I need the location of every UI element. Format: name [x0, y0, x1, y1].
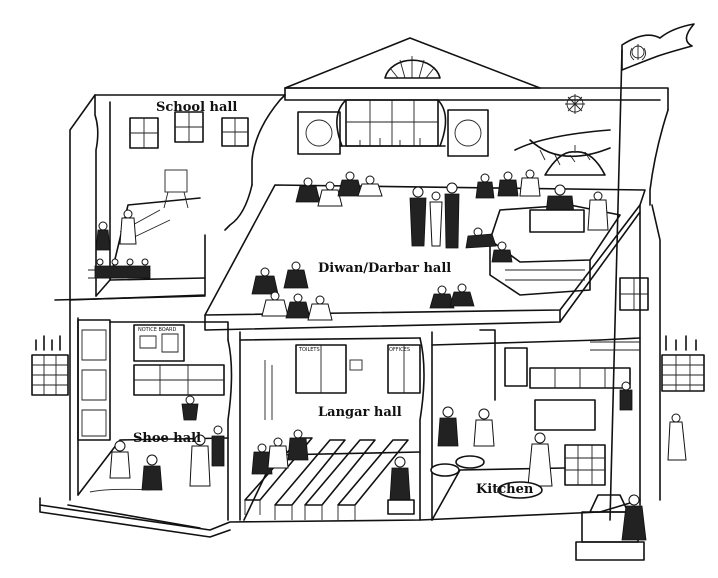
people	[89, 169, 687, 541]
shoe-hall-people	[89, 395, 225, 493]
school-people	[94, 209, 151, 279]
palki-canopy-icon	[514, 94, 611, 176]
kitchen-people	[430, 381, 633, 499]
diwan-people	[251, 169, 609, 321]
right-garden-wall	[661, 335, 705, 392]
left-garden-wall	[31, 335, 69, 396]
kitchen-label: Kitchen	[476, 482, 534, 497]
shoe-hall-label: Shoe hall	[133, 431, 201, 446]
khanda-flag-icon	[575, 23, 695, 561]
school-hall-label: School hall	[156, 100, 237, 115]
notice-board-sign: NOTICE BOARD	[138, 327, 177, 333]
langar-hall-label: Langar hall	[318, 405, 402, 420]
diwan-back-wall-decor	[297, 99, 489, 157]
ground-floor-walls	[54, 169, 661, 521]
toilets-sign: TOILETS	[298, 347, 320, 353]
langar-people	[251, 429, 415, 515]
outside-people	[621, 413, 687, 541]
diwan-hall-label: Diwan/Darbar hall	[318, 261, 451, 276]
offices-sign: OFFICES	[389, 347, 410, 353]
upper-walls	[69, 87, 669, 301]
pediment	[284, 37, 541, 89]
